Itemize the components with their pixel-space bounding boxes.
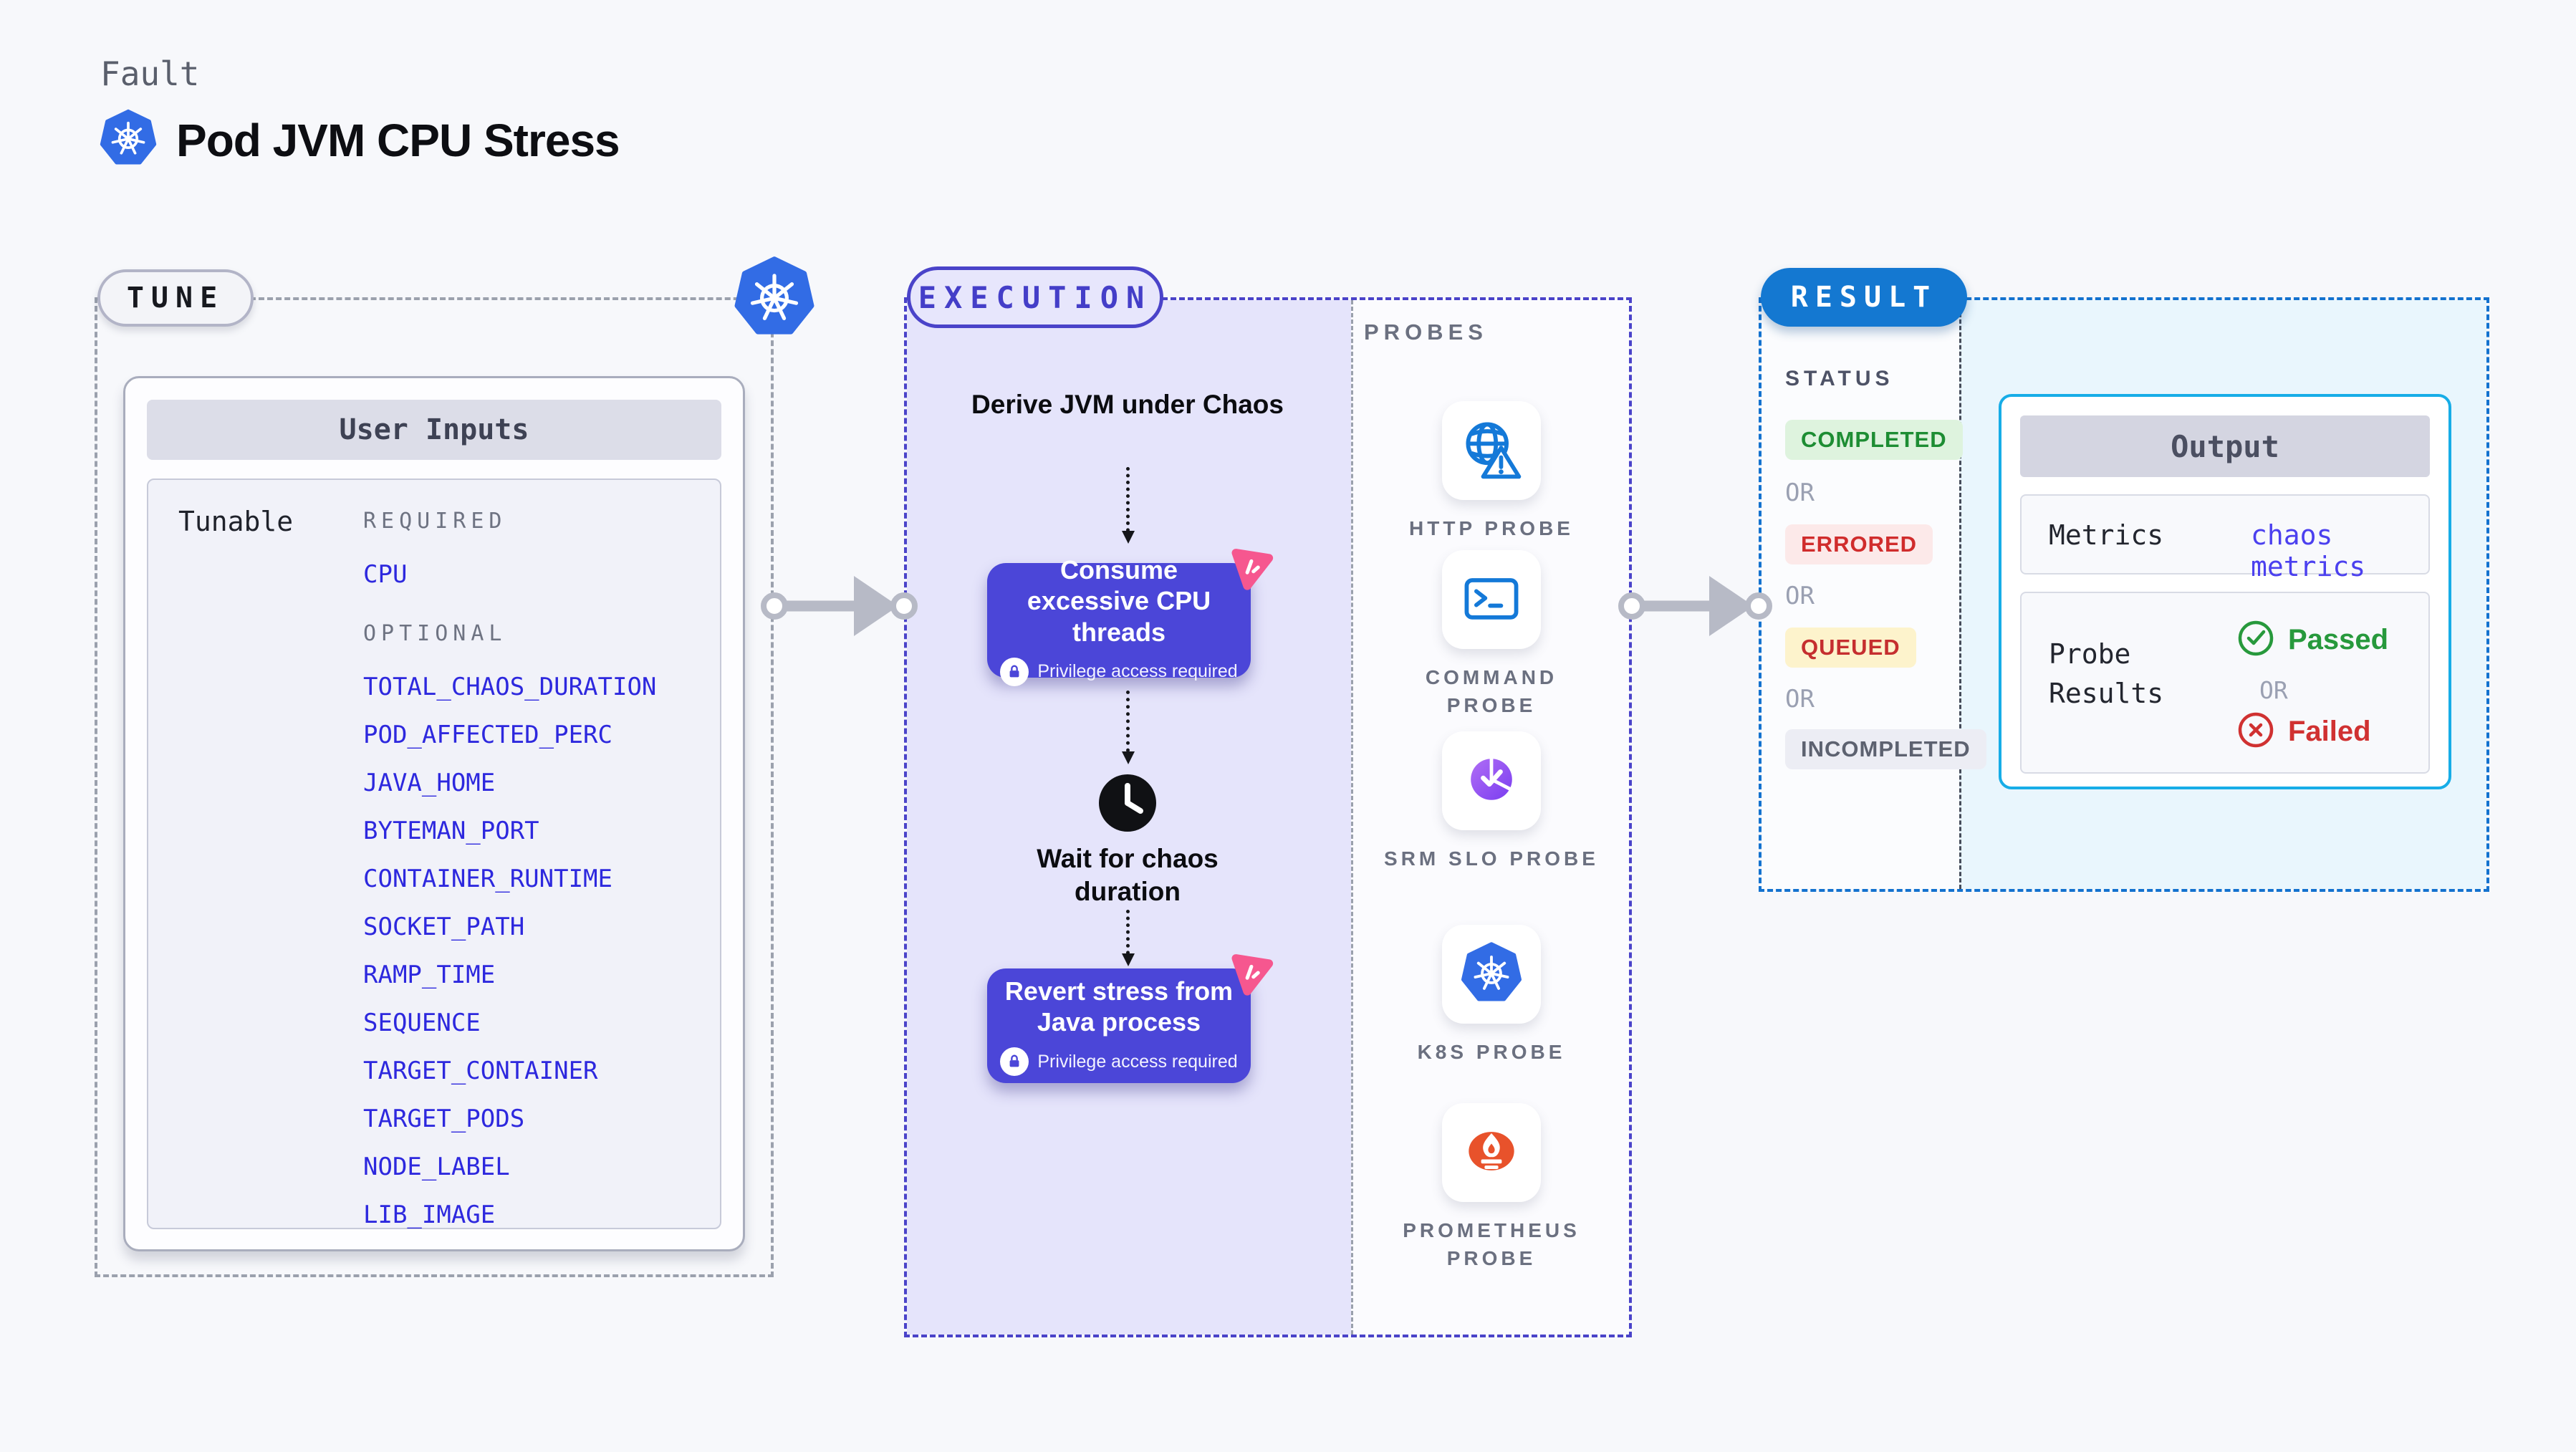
parameter: CONTAINER_RUNTIME [363,865,612,893]
check-circle-icon [2236,619,2275,661]
status-column [1762,300,1959,889]
command-probe-icon [1457,564,1526,636]
parameter: SEQUENCE [363,1009,481,1037]
failed-result: Failed [2236,711,2371,753]
http-probe-label: HTTP PROBE [1409,517,1574,539]
chaos-litmus-icon [1224,947,1275,999]
prometheus-probe-card [1442,1103,1541,1202]
http-probe-card [1442,401,1541,500]
wait-clock-icon [1097,772,1158,834]
k8s-probe-label: K8S PROBE [1417,1041,1566,1063]
parameter: TARGET_CONTAINER [363,1057,598,1085]
parameter: TOTAL_CHAOS_DURATION [363,673,657,701]
flow-arrow-down-icon [1122,467,1135,544]
or-label: OR [1785,582,1815,610]
user-inputs-card: User Inputs Tunable REQUIRED CPU OPTIONA… [123,376,745,1251]
prometheus-probe-label: PROMETHEUS PROBE [1403,1219,1580,1270]
parameter: SOCKET_PATH [363,913,525,941]
parameter: POD_AFFECTED_PERC [363,721,612,749]
parameter: TARGET_PODS [363,1105,525,1133]
tune-section [95,297,774,1277]
step-derive-jvm: Derive JVM under Chaos [971,390,1284,419]
privilege-note: Privilege access required [1000,1047,1238,1077]
parameter: RAMP_TIME [363,961,496,989]
result-badge: RESULT [1761,268,1967,327]
step-consume-cpu-node: Consume excessive CPU threads Privilege … [987,549,1274,686]
page-title-row: Pod JVM CPU Stress [99,109,620,171]
fault-eyebrow: Fault [100,54,200,93]
tunable-label: Tunable [178,506,294,537]
status-badge-queued: QUEUED [1785,628,1916,668]
parameter: BYTEMAN_PORT [363,817,539,845]
output-title: Output [2020,415,2430,477]
srm-slo-probe-label: SRM SLO PROBE [1384,847,1599,870]
status-label: STATUS [1785,367,1894,390]
step-revert-stress-label: Revert stress from Java process [1004,976,1234,1037]
status-badge-errored: ERRORED [1785,524,1933,564]
k8s-probe-icon [1457,938,1526,1011]
step-revert-stress-node: Revert stress from Java process Privileg… [987,954,1274,1083]
tune-badge: TUNE [97,269,254,327]
or-label: OR [2259,676,2288,704]
x-circle-icon [2236,711,2275,753]
command-probe-label: COMMAND PROBE [1425,666,1558,717]
flow-arrow-down-icon [1122,691,1135,764]
metrics-label: Metrics [2049,519,2164,551]
parameter-list: REQUIRED CPU OPTIONAL TOTAL_CHAOS_DURATI… [363,509,656,1229]
privilege-note-text: Privilege access required [1037,661,1238,682]
metrics-value: chaos metrics [2251,519,2366,582]
required-label: REQUIRED [363,509,507,534]
chaos-litmus-icon [1224,542,1275,593]
output-card: Output Metrics chaos metrics Probe Resul… [1999,394,2451,789]
kubernetes-corner-icon [733,256,816,339]
execution-to-result-arrow [1618,576,1772,636]
parameter: CPU [363,560,408,589]
parameter: LIB_IMAGE [363,1201,496,1229]
k8s-probe-card [1442,925,1541,1024]
prometheus-probe-icon [1457,1117,1526,1189]
or-label: OR [1785,479,1815,507]
srm-slo-probe-card [1442,731,1541,830]
kubernetes-icon [99,109,158,171]
status-badge-completed: COMPLETED [1785,420,1963,460]
probes-label: PROBES [1364,319,1488,345]
flow-arrow-down-icon [1122,910,1135,966]
passed-result: Passed [2236,619,2388,661]
or-label: OR [1785,685,1815,713]
probe-results-label: Probe Results [2049,638,2164,710]
step-wait-duration: Wait for chaos duration [1037,844,1219,907]
page-title: Pod JVM CPU Stress [176,114,620,166]
execution-badge: EXECUTION [907,266,1163,328]
user-inputs-title: User Inputs [147,400,721,460]
srm-slo-probe-icon [1457,745,1526,817]
status-badge-incompleted: INCOMPLETED [1785,729,1986,769]
optional-label: OPTIONAL [363,621,507,646]
http-probe-icon [1457,415,1526,487]
failed-label: Failed [2288,716,2371,747]
privilege-note: Privilege access required [1000,657,1238,686]
parameter: JAVA_HOME [363,769,496,797]
lock-icon [1000,1047,1029,1077]
probe-results-row: Probe Results Passed OR [2020,592,2430,774]
lock-icon [1000,657,1029,686]
privilege-note-text: Privilege access required [1037,1051,1238,1072]
tune-to-execution-arrow [761,576,918,636]
user-inputs-list: Tunable REQUIRED CPU OPTIONAL TOTAL_CHAO… [147,479,721,1229]
command-probe-card [1442,550,1541,649]
metrics-row: Metrics chaos metrics [2020,494,2430,582]
passed-label: Passed [2288,624,2389,655]
parameter: NODE_LABEL [363,1153,510,1181]
step-consume-cpu-label: Consume excessive CPU threads [1027,555,1211,647]
